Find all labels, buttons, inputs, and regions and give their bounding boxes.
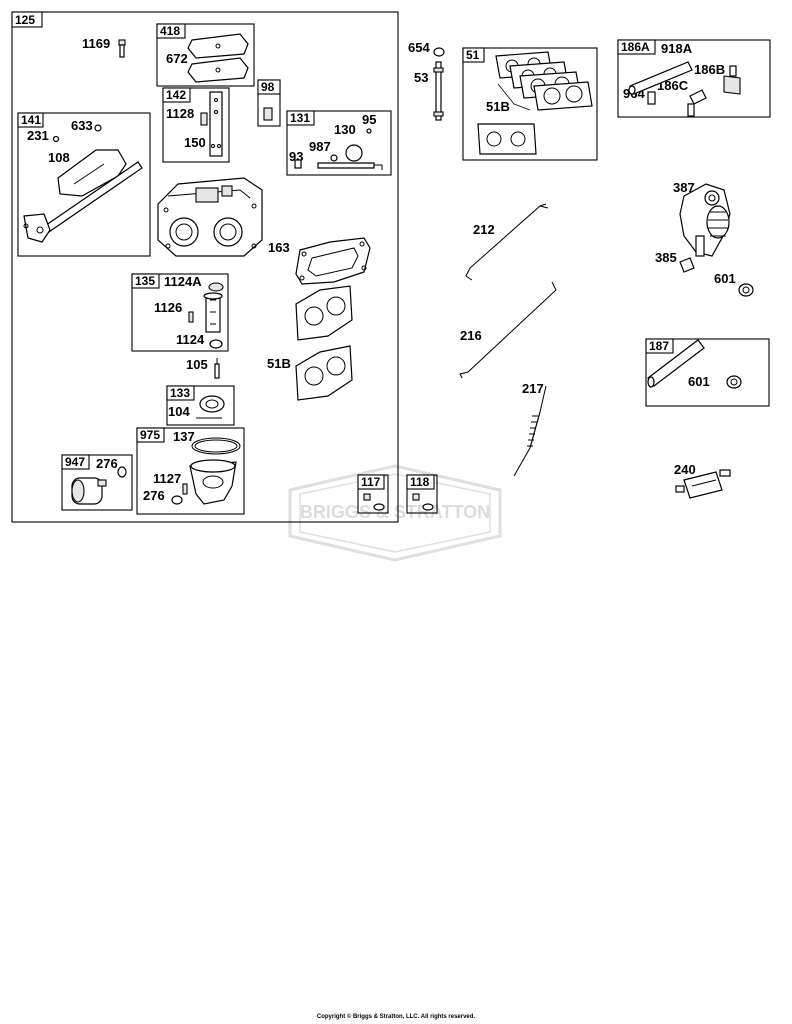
label-51: 51 — [466, 48, 480, 62]
label-385: 385 — [655, 250, 677, 265]
label-1128: 1128 — [166, 106, 194, 121]
stud-53 — [433, 61, 444, 121]
washer-654 — [433, 47, 445, 57]
label-654: 654 — [408, 40, 430, 55]
label-131: 131 — [290, 111, 310, 125]
label-212: 212 — [473, 222, 495, 237]
label-918A: 918A — [661, 41, 693, 56]
label-187: 187 — [649, 339, 669, 353]
gasket-51B-left — [295, 285, 353, 401]
frame-141 — [17, 112, 151, 257]
label-1169: 1169 — [82, 36, 110, 51]
frame-142 — [162, 87, 230, 163]
label-633: 633 — [71, 118, 93, 133]
label-51B-right: 51B — [486, 99, 510, 114]
copyright-notice: Copyright © Briggs & Stratton, LLC. All … — [316, 1014, 476, 1020]
fuel-bowl-assembly-135 — [188, 282, 224, 349]
fuel-bowl-975 — [171, 437, 241, 505]
needle-105 — [214, 358, 220, 379]
label-118: 118 — [410, 475, 430, 489]
choke-shaft-assembly — [294, 128, 383, 170]
label-601-b: 601 — [688, 374, 710, 389]
frame-186A — [617, 39, 771, 118]
carburetor-body — [157, 177, 263, 257]
label-51B-left: 51B — [267, 356, 291, 371]
watermark-logo — [288, 464, 502, 562]
label-137: 137 — [173, 429, 195, 444]
fuel-line-kit-186A — [628, 61, 741, 117]
label-276-b: 276 — [143, 488, 165, 503]
frame-51 — [462, 47, 598, 161]
label-672: 672 — [166, 51, 188, 66]
frame-975 — [136, 427, 245, 515]
frame-947 — [61, 454, 133, 511]
screw-1169 — [118, 39, 126, 58]
label-133: 133 — [170, 386, 190, 400]
frame-133 — [166, 385, 235, 426]
label-231: 231 — [27, 128, 49, 143]
label-1126: 1126 — [154, 300, 182, 315]
fuel-line-187 — [647, 339, 742, 389]
label-975: 975 — [140, 428, 160, 442]
label-186B: 186B — [694, 62, 725, 77]
solenoid-947 — [71, 466, 127, 505]
label-117: 117 — [361, 475, 381, 489]
label-95: 95 — [362, 112, 376, 127]
frame-135 — [131, 273, 229, 352]
watermark-text: BRIGGS & STRATTON — [300, 502, 490, 522]
label-130: 130 — [334, 122, 356, 137]
kit-117 — [363, 493, 385, 511]
label-163: 163 — [268, 240, 290, 255]
label-141: 141 — [21, 113, 41, 127]
rod-212 — [465, 203, 547, 281]
label-418: 418 — [160, 24, 180, 38]
fuel-pump-387 — [679, 183, 731, 257]
label-217: 217 — [522, 381, 544, 396]
label-387: 387 — [673, 180, 695, 195]
frame-125 — [11, 11, 399, 523]
label-98: 98 — [261, 80, 275, 94]
label-947: 947 — [65, 455, 85, 469]
label-1124: 1124 — [176, 332, 205, 347]
throttle-shaft-assembly — [23, 124, 143, 243]
label-216: 216 — [460, 328, 482, 343]
frame-418 — [156, 23, 255, 87]
label-150: 150 — [184, 135, 206, 150]
screw-385 — [679, 257, 695, 273]
label-186A: 186A — [621, 40, 650, 54]
label-105: 105 — [186, 357, 208, 372]
label-125: 125 — [15, 13, 35, 27]
label-601-a: 601 — [714, 271, 736, 286]
label-276-a: 276 — [96, 456, 118, 471]
frame-131 — [286, 110, 392, 176]
jet-98 — [263, 107, 273, 121]
gasket-set-51 — [477, 51, 593, 155]
gasket-163 — [295, 237, 371, 285]
label-108: 108 — [48, 150, 70, 165]
rod-216 — [459, 281, 557, 379]
label-987: 987 — [309, 139, 331, 154]
kit-118 — [412, 493, 434, 511]
label-135: 135 — [135, 274, 155, 288]
label-1127: 1127 — [153, 471, 181, 486]
spring-217 — [513, 385, 547, 477]
bracket-150 — [200, 91, 223, 157]
label-1124A: 1124A — [164, 274, 202, 289]
clamp-601-a — [738, 283, 754, 297]
frame-187 — [645, 338, 770, 407]
label-104: 104 — [168, 404, 190, 419]
label-240: 240 — [674, 462, 696, 477]
gasket-672 — [187, 33, 249, 83]
label-53: 53 — [414, 70, 428, 85]
label-142: 142 — [166, 88, 186, 102]
fuel-filter-240 — [675, 469, 731, 499]
float-133 — [196, 395, 225, 419]
